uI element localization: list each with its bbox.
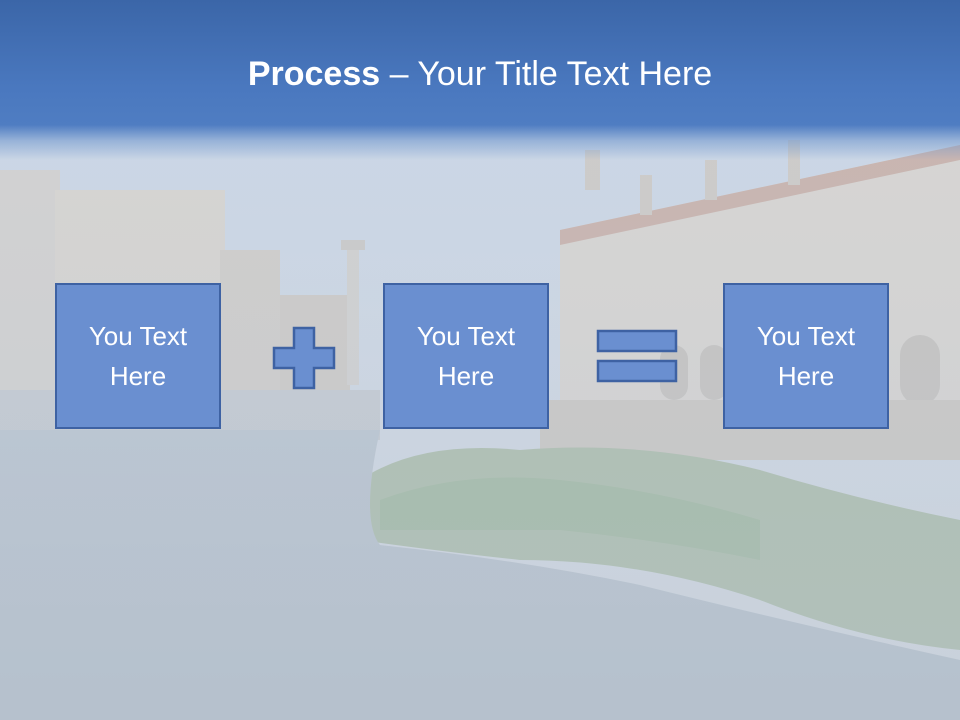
- process-box-3-text: You Text Here: [756, 321, 856, 391]
- process-box-3[interactable]: You Text Here: [723, 283, 889, 429]
- process-box-1[interactable]: You Text Here: [55, 283, 221, 429]
- title-band: [0, 0, 960, 160]
- equals-icon: [596, 329, 678, 383]
- process-box-2-text: You Text Here: [416, 321, 516, 391]
- title-bold: Process: [247, 55, 381, 93]
- title-rest: – Your Title Text Here: [380, 55, 713, 93]
- process-box-1-text: You Text Here: [88, 321, 188, 391]
- slide-title: Process – Your Title Text Here: [0, 52, 960, 96]
- process-box-2[interactable]: You Text Here: [383, 283, 549, 429]
- plus-icon: [272, 326, 336, 390]
